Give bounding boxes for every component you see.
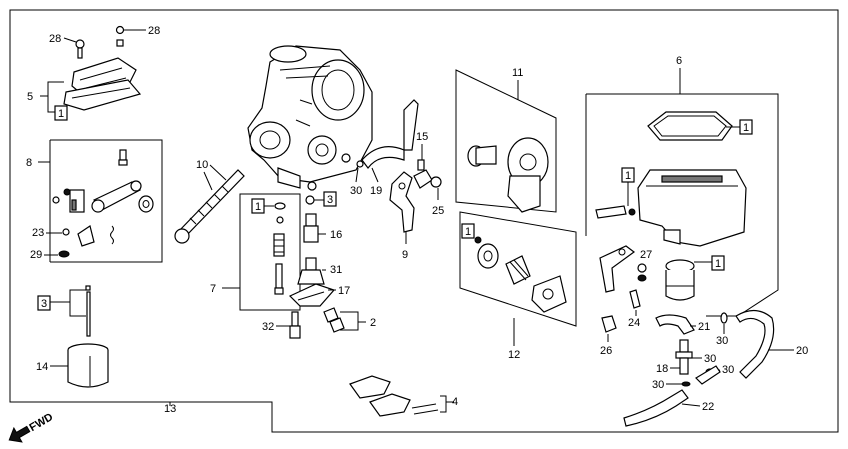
- cover-assembly: [63, 25, 142, 111]
- clips-27: [637, 263, 647, 282]
- callout-1: 1: [58, 108, 64, 120]
- callout-25: 25: [432, 205, 444, 217]
- callout-30: 30: [652, 379, 664, 391]
- callout-12: 12: [508, 349, 520, 361]
- callout-28: 28: [49, 33, 61, 45]
- callout-3: 3: [327, 194, 333, 206]
- callout-27: 27: [640, 249, 652, 261]
- callout-21: 21: [698, 321, 710, 333]
- callout-6: 6: [676, 55, 682, 67]
- screws-2: [323, 307, 345, 333]
- callout-22: 22: [702, 401, 714, 413]
- pump-parts-12: [474, 236, 567, 313]
- callout-1: 1: [743, 122, 749, 134]
- callout-31: 31: [330, 264, 342, 276]
- callout-1: 1: [465, 226, 471, 238]
- fwd-arrow-icon: FWD: [8, 411, 56, 443]
- callout-30: 30: [704, 353, 716, 365]
- hose-20: [735, 309, 775, 379]
- jet-needle: [85, 285, 91, 337]
- callout-13: 13: [164, 403, 176, 415]
- carburetor-body: [247, 45, 373, 191]
- callout-5: 5: [27, 91, 33, 103]
- drain-plug: [665, 259, 695, 301]
- callout-1: 1: [715, 258, 721, 270]
- callout-box-3: [37, 295, 51, 311]
- needle-jet-16: [303, 213, 319, 243]
- callout-28: 28: [148, 25, 160, 37]
- callout-3: 3: [41, 298, 47, 310]
- float-valve-31: [297, 257, 325, 285]
- callout-1: 1: [625, 170, 631, 182]
- callout-1: 1: [255, 201, 261, 213]
- callout-14: 14: [36, 361, 48, 373]
- callout-32: 32: [262, 321, 274, 333]
- bracket: [599, 245, 636, 293]
- callout-box-1: [54, 105, 68, 121]
- group-bracket-8: [49, 139, 163, 263]
- callout-23: 23: [32, 227, 44, 239]
- callout-box-1: [461, 223, 475, 239]
- callout-26: 26: [600, 345, 612, 357]
- callout-11: 11: [512, 67, 523, 79]
- callout-box-1: [711, 255, 725, 271]
- fwd-label: FWD: [28, 411, 56, 434]
- accelerator-pump-11: [467, 137, 549, 213]
- throttle-valve-14: [67, 343, 109, 388]
- hose-21: [655, 314, 695, 335]
- bowl-gasket: [647, 111, 733, 141]
- callout-30: 30: [722, 364, 734, 376]
- lever-9: [389, 171, 415, 233]
- screw-24: [629, 289, 641, 309]
- throttle-link-parts: [52, 149, 154, 258]
- group-bracket-12: [459, 211, 577, 327]
- callout-29: 29: [30, 249, 42, 261]
- jet-parts: [273, 202, 286, 295]
- tee-joint-18: [675, 339, 693, 375]
- callout-17: 17: [338, 285, 350, 297]
- vent-tube-19: [361, 99, 419, 169]
- group-bracket-7: [239, 193, 301, 311]
- callout-30: 30: [350, 185, 362, 197]
- callout-2: 2: [370, 317, 376, 329]
- assembly-frame-13: [9, 9, 839, 433]
- callout-9: 9: [402, 249, 408, 261]
- fitting-15: [413, 159, 442, 189]
- callout-box-3: [323, 191, 337, 207]
- callout-8: 8: [26, 157, 32, 169]
- adjust-screw-10: [174, 169, 245, 244]
- dampers-4: [349, 375, 439, 417]
- callout-15: 15: [416, 131, 428, 143]
- callout-19: 19: [370, 185, 382, 197]
- callout-18: 18: [656, 363, 668, 375]
- callout-10: 10: [196, 159, 208, 171]
- callout-4: 4: [452, 396, 458, 408]
- screw-32: [289, 311, 301, 339]
- callout-24: 24: [628, 317, 640, 329]
- hose-22: [623, 365, 721, 427]
- float-17: [288, 283, 336, 307]
- callout-16: 16: [330, 229, 342, 241]
- fitting-26: [601, 315, 617, 333]
- group-bracket-11: [455, 69, 557, 213]
- callout-7: 7: [210, 283, 216, 295]
- callout-30: 30: [716, 335, 728, 347]
- float-bowl: [637, 169, 747, 247]
- drain-screw: [595, 205, 636, 219]
- callout-20: 20: [796, 345, 808, 357]
